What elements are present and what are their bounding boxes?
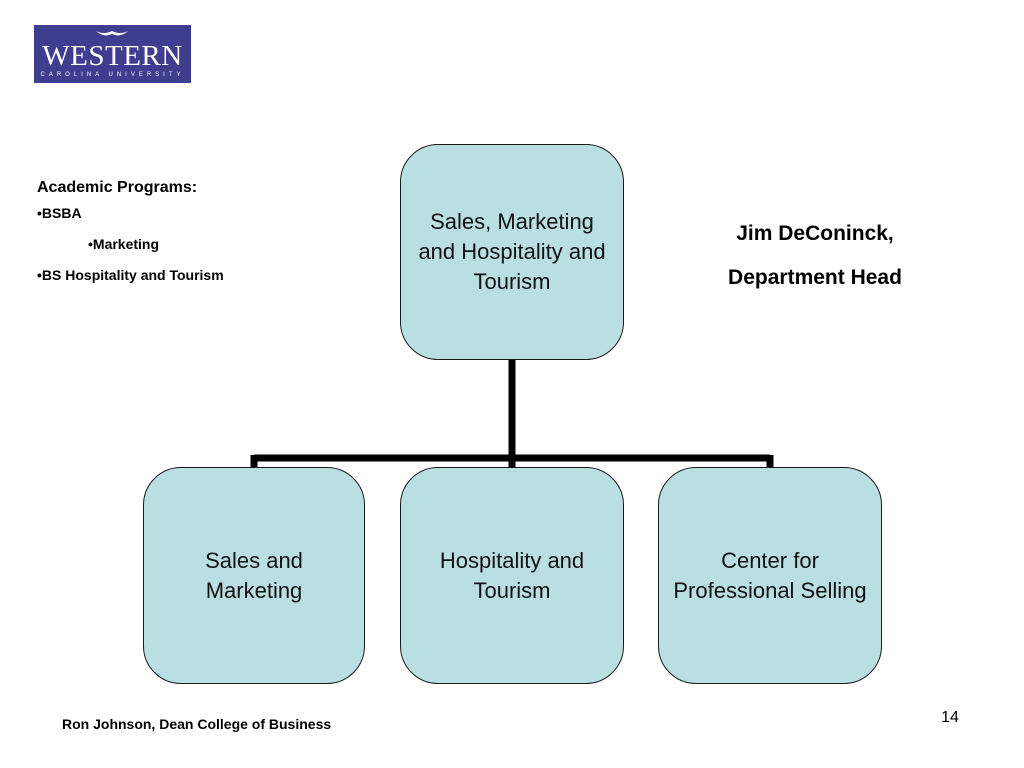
academic-programs: Academic Programs: •BSBA •Marketing •BS … — [37, 178, 337, 297]
org-box-root: Sales, Marketing and Hospitality and Tou… — [400, 144, 624, 360]
logo-subtitle: CAROLINA UNIVERSITY — [40, 72, 185, 78]
programs-heading: Academic Programs: — [37, 179, 198, 196]
page-number: 14 — [941, 709, 959, 726]
program-subitem: •Marketing — [88, 236, 160, 252]
footer-text: Ron Johnson, Dean College of Business — [62, 716, 332, 732]
org-box-hospitality-tourism: Hospitality and Tourism — [400, 467, 624, 684]
department-head: Jim DeConinck, Department Head — [690, 212, 940, 300]
western-carolina-logo: WESTERN CAROLINA UNIVERSITY — [34, 25, 191, 83]
org-box-professional-selling: Center for Professional Selling — [658, 467, 882, 684]
logo-wordmark: WESTERN — [42, 40, 183, 72]
head-title: Department Head — [728, 266, 902, 289]
program-item: •BSBA — [37, 205, 82, 221]
org-box-label: Hospitality and Tourism — [439, 547, 585, 603]
org-box-sales-marketing: Sales and Marketing — [143, 467, 365, 684]
org-box-label: Sales, Marketing and Hospitality and Tou… — [418, 209, 606, 294]
org-box-label: Sales and Marketing — [205, 547, 303, 603]
head-name: Jim DeConinck, — [736, 222, 894, 245]
program-item: •BS Hospitality and Tourism — [37, 267, 224, 283]
org-box-label: Center for Professional Selling — [673, 547, 867, 603]
bird-icon — [96, 31, 128, 36]
